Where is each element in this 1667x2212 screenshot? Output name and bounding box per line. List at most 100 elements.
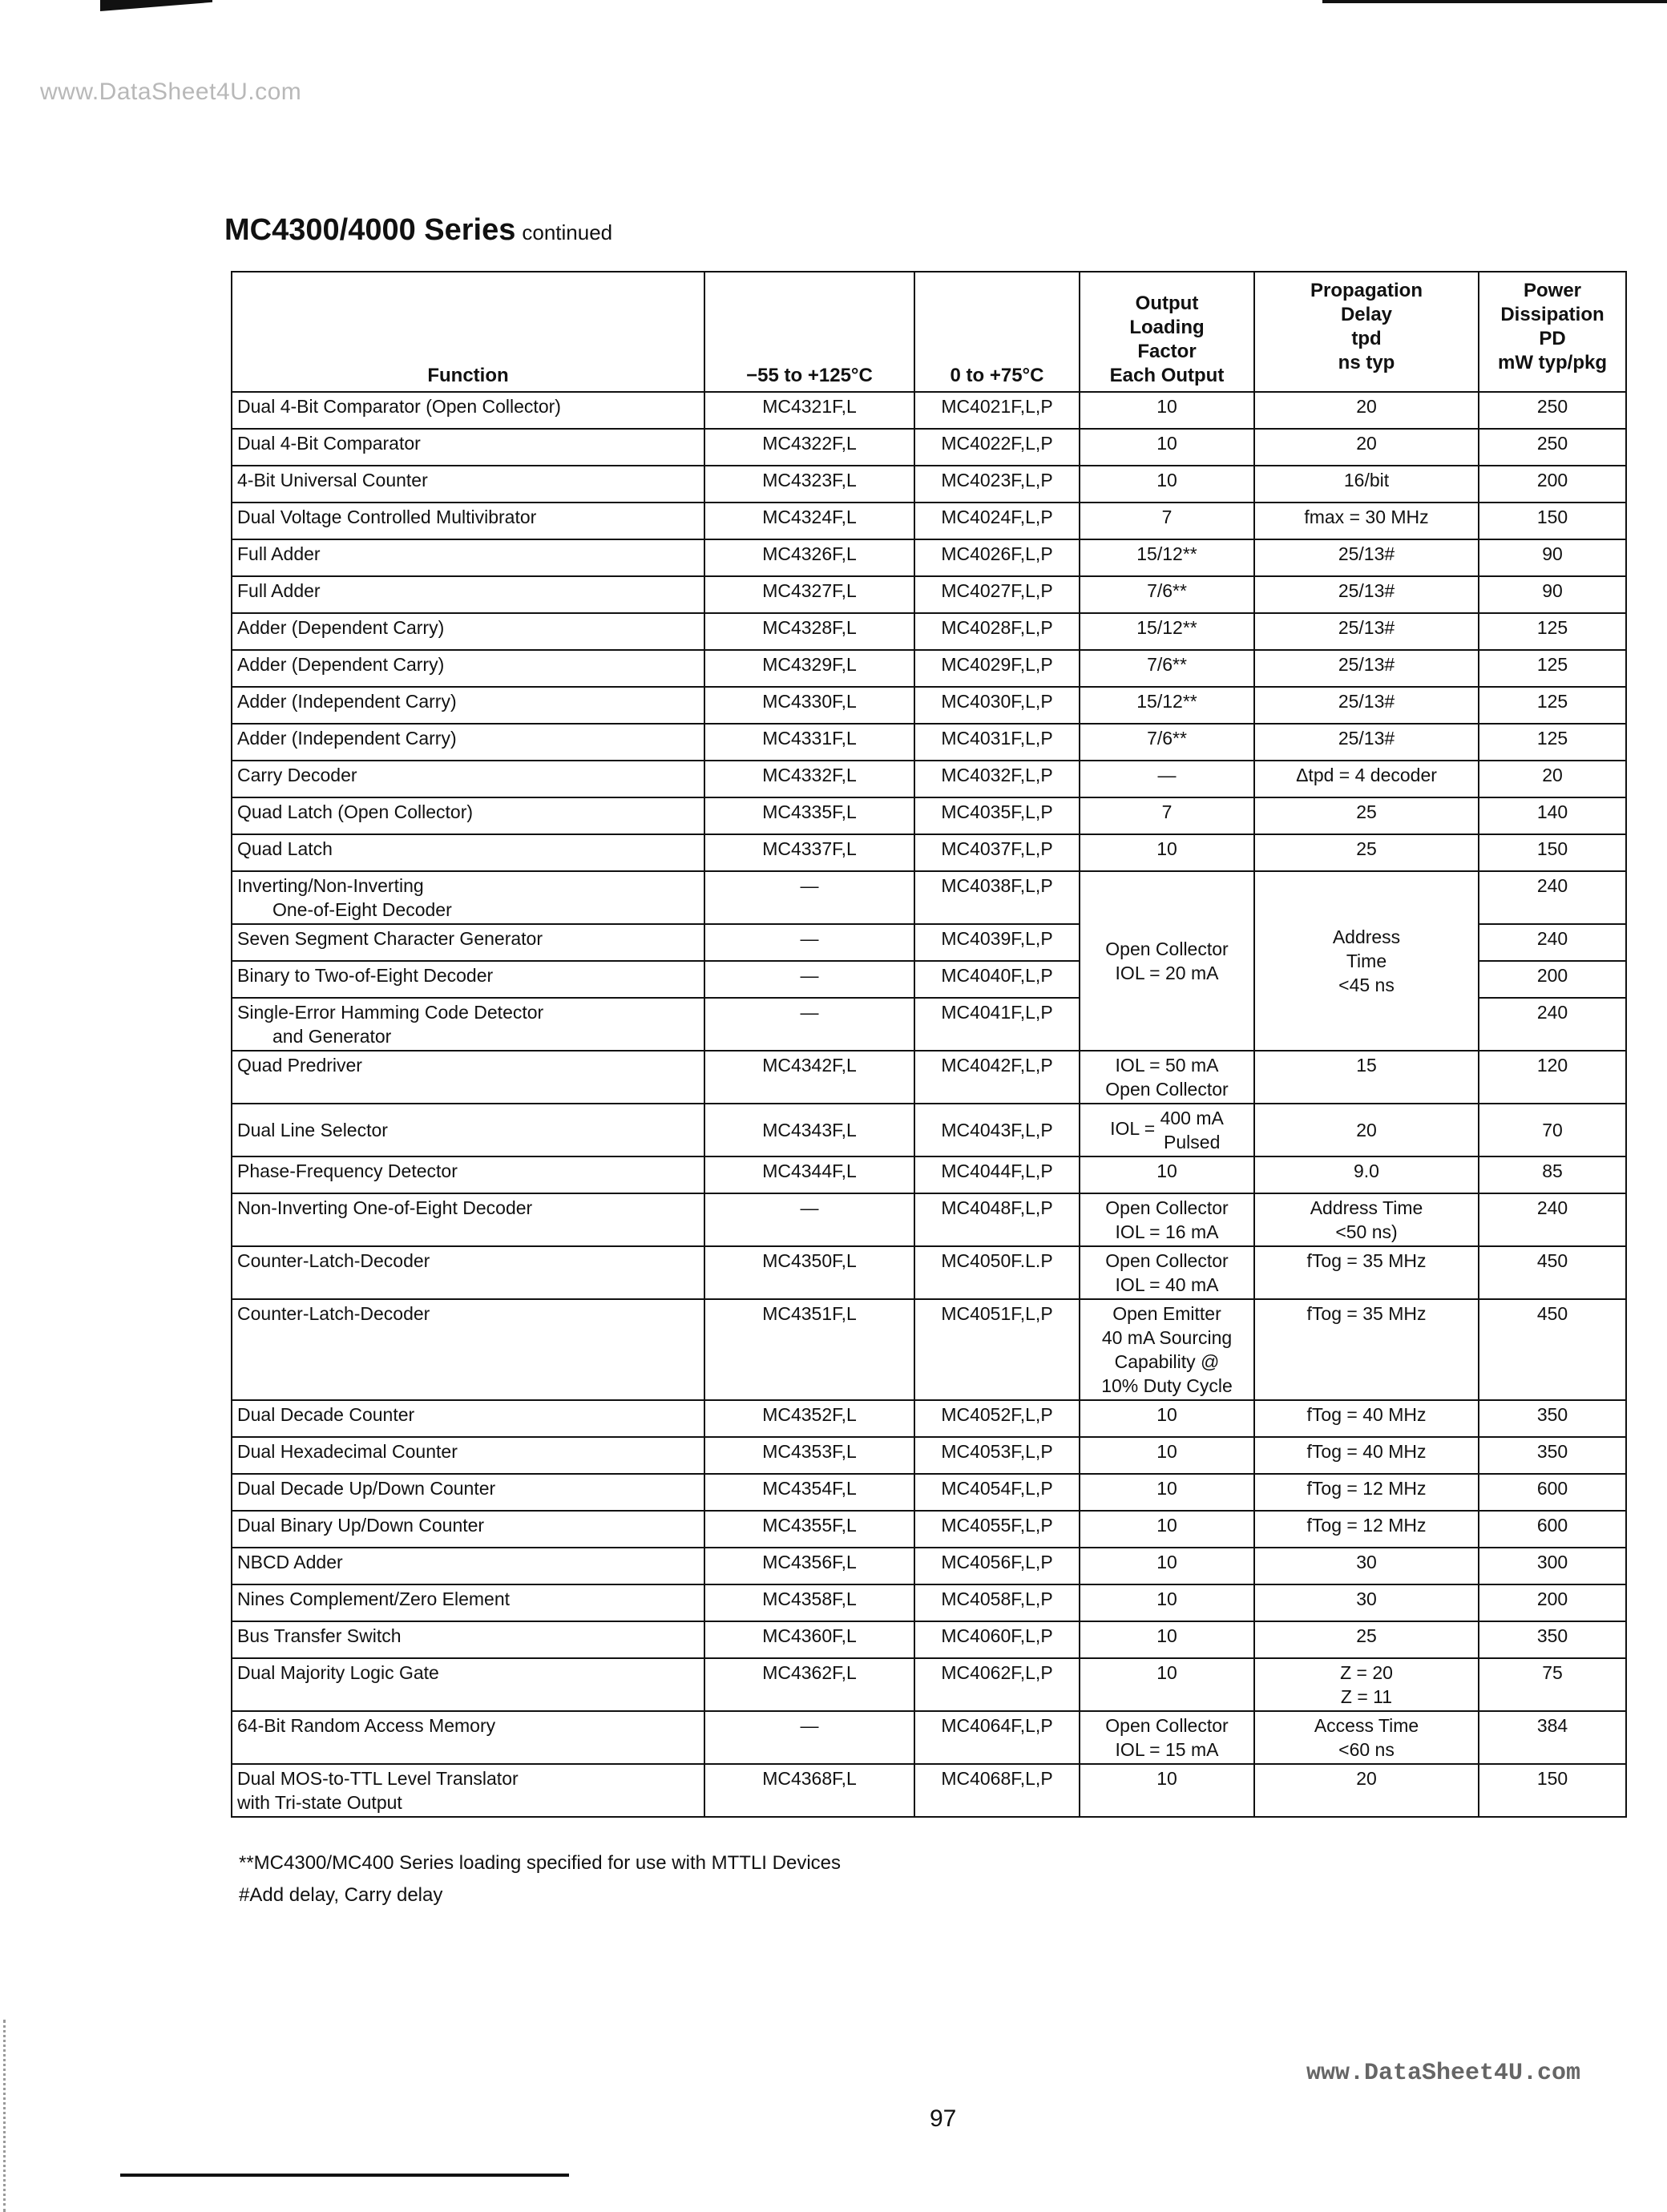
cell-delay: 30 (1253, 1584, 1479, 1622)
cell-delay: 25/13# (1253, 612, 1479, 651)
cell-mil: — (704, 870, 915, 925)
cell-delay-group: Address Time <45 ns (1253, 870, 1479, 1052)
cell-function: Counter-Latch-Decoder (231, 1298, 705, 1401)
cell-power: 150 (1478, 1763, 1627, 1818)
cell-power: 240 (1478, 923, 1627, 962)
cell-power: 250 (1478, 391, 1627, 430)
cell-mil: MC4322F,L (704, 428, 915, 466)
cell-function: 64-Bit Random Access Memory (231, 1710, 705, 1765)
cell-loading: 10 (1079, 1621, 1255, 1659)
cell-mil: MC4328F,L (704, 612, 915, 651)
cell-function: Quad Latch (Open Collector) (231, 797, 705, 835)
table-row: Seven Segment Character Generator — MC40… (231, 923, 1627, 962)
header-delay: Propagation Delay tpd ns typ (1253, 271, 1479, 393)
cell-mil: MC4324F,L (704, 502, 915, 540)
cell-mil: — (704, 997, 915, 1052)
cell-com: MC4021F,L,P (914, 391, 1080, 430)
page-number: 97 (930, 2105, 957, 2132)
cell-delay: 20 (1253, 428, 1479, 466)
cell-com: MC4052F,L,P (914, 1399, 1080, 1438)
cell-mil: — (704, 1710, 915, 1765)
cell-mil: — (704, 923, 915, 962)
cell-com: MC4022F,L,P (914, 428, 1080, 466)
cell-delay: fTog = 12 MHz (1253, 1473, 1479, 1512)
cell-delay: 20 (1253, 1103, 1479, 1157)
cell-mil: MC4335F,L (704, 797, 915, 835)
cell-mil: MC4353F,L (704, 1436, 915, 1475)
cell-com: MC4053F,L,P (914, 1436, 1080, 1475)
cell-function: Counter-Latch-Decoder (231, 1245, 705, 1300)
cell-delay: 25 (1253, 834, 1479, 872)
cell-power: 200 (1478, 465, 1627, 503)
cell-delay: fmax = 30 MHz (1253, 502, 1479, 540)
cell-loading: 15/12** (1079, 612, 1255, 651)
table-row: Dual Line Selector MC4343F,L MC4043F,L,P… (231, 1103, 1627, 1157)
cell-loading: 10 (1079, 1510, 1255, 1548)
cell-function: Dual Hexadecimal Counter (231, 1436, 705, 1475)
cell-function: Dual Decade Counter (231, 1399, 705, 1438)
cell-com: MC4037F,L,P (914, 834, 1080, 872)
cell-loading: Open Emitter 40 mA Sourcing Capability @… (1079, 1298, 1255, 1401)
cell-loading: 10 (1079, 1156, 1255, 1194)
cell-power: 600 (1478, 1473, 1627, 1512)
cell-mil: — (704, 960, 915, 999)
footnote-delay: #Add delay, Carry delay (239, 1884, 443, 1906)
cell-loading: IOL = 50 mA Open Collector (1079, 1050, 1255, 1104)
cell-com: MC4041F,L,P (914, 997, 1080, 1052)
table-row: Counter-Latch-Decoder MC4351F,L MC4051F,… (231, 1298, 1627, 1401)
cell-function: Dual 4-Bit Comparator (Open Collector) (231, 391, 705, 430)
cell-loading: 15/12** (1079, 686, 1255, 725)
cell-com: MC4039F,L,P (914, 923, 1080, 962)
cell-function: Full Adder (231, 575, 705, 614)
cell-loading: 10 (1079, 1763, 1255, 1818)
watermark-top: www.DataSheet4U.com (40, 79, 302, 105)
cell-function: Binary to Two-of-Eight Decoder (231, 960, 705, 999)
cell-com: MC4064F,L,P (914, 1710, 1080, 1765)
cell-loading: 10 (1079, 1657, 1255, 1712)
cell-loading: 10 (1079, 1436, 1255, 1475)
footnotes: **MC4300/MC400 Series loading specified … (239, 1847, 841, 1911)
cell-delay: 25 (1253, 797, 1479, 835)
header-mil-range: −55 to +125°C (704, 271, 915, 393)
table-body: Dual 4-Bit Comparator (Open Collector)MC… (231, 391, 1627, 1818)
cell-com: MC4026F,L,P (914, 539, 1080, 577)
cell-function: Full Adder (231, 539, 705, 577)
cell-mil: MC4352F,L (704, 1399, 915, 1438)
cell-power: 450 (1478, 1298, 1627, 1401)
cell-mil: MC4351F,L (704, 1298, 915, 1401)
cell-delay: 25/13# (1253, 649, 1479, 688)
cell-delay: fTog = 40 MHz (1253, 1399, 1479, 1438)
cell-com: MC4056F,L,P (914, 1547, 1080, 1585)
cell-mil: MC4323F,L (704, 465, 915, 503)
cell-function: Quad Latch (231, 834, 705, 872)
cell-loading: 10 (1079, 1473, 1255, 1512)
cell-power: 140 (1478, 797, 1627, 835)
cell-delay: 25 (1253, 1621, 1479, 1659)
cell-com: MC4062F,L,P (914, 1657, 1080, 1712)
cell-power: 300 (1478, 1547, 1627, 1585)
cell-loading: 7 (1079, 502, 1255, 540)
cell-loading: 7/6** (1079, 723, 1255, 761)
cell-loading: 10 (1079, 1584, 1255, 1622)
cell-com: MC4054F,L,P (914, 1473, 1080, 1512)
top-rule (1322, 0, 1667, 3)
cell-mil: MC4331F,L (704, 723, 915, 761)
cell-com: MC4035F,L,P (914, 797, 1080, 835)
cell-power: 85 (1478, 1156, 1627, 1194)
cell-mil: MC4344F,L (704, 1156, 915, 1194)
cell-delay: fTog = 35 MHz (1253, 1298, 1479, 1401)
table-row: 64-Bit Random Access Memory — MC4064F,L,… (231, 1710, 1627, 1765)
